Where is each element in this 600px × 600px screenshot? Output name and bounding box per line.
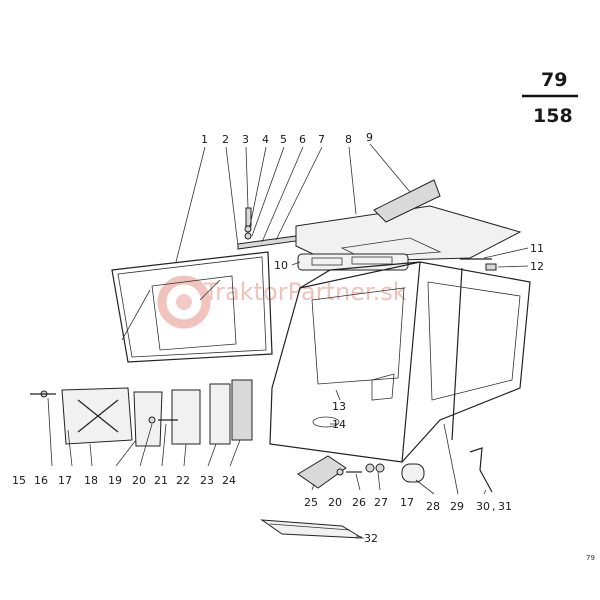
callout-21: 21	[154, 474, 168, 487]
callout-32: 32	[364, 532, 378, 545]
callout-labels: 1 2 3 4 5 6 7 8 9 10 11 12 13 14 15 16 1…	[12, 131, 544, 545]
part-bracket	[469, 447, 493, 493]
callout-7: 7	[318, 133, 325, 146]
callout-9: 9	[366, 131, 373, 144]
callout-16: 16	[34, 474, 48, 487]
callout-20: 20	[132, 474, 146, 487]
callout-18: 18	[84, 474, 98, 487]
callout-25: 25	[304, 496, 318, 509]
part-floor-mat	[260, 519, 363, 539]
corner-mark: 79	[586, 554, 595, 562]
leader-lines	[47, 143, 529, 538]
callout-30-comma: ,	[492, 500, 496, 513]
callout-30: 30	[476, 500, 490, 513]
page-reference: 79 158	[522, 69, 578, 127]
callout-1: 1	[201, 133, 208, 146]
part-lower-fittings	[297, 455, 425, 489]
callout-8: 8	[345, 133, 352, 146]
callout-17: 17	[58, 474, 72, 487]
callout-3: 3	[242, 133, 249, 146]
watermark: TraktorPartner.sk	[157, 275, 407, 329]
callout-19: 19	[108, 474, 122, 487]
callout-26: 26	[352, 496, 366, 509]
callout-22: 22	[176, 474, 190, 487]
callout-11: 11	[530, 242, 544, 255]
page-ref-bottom: 158	[533, 105, 573, 127]
page-ref-top: 79	[541, 69, 567, 91]
watermark-gear-icon	[157, 275, 211, 329]
callout-31: 31	[498, 500, 512, 513]
callout-4: 4	[262, 133, 269, 146]
part-side-panel	[30, 387, 133, 445]
part-small-hardware	[237, 207, 297, 250]
part-cab-frame	[269, 261, 531, 463]
callout-10: 10	[274, 259, 288, 272]
callout-5: 5	[280, 133, 287, 146]
callout-15: 15	[12, 474, 26, 487]
callout-27: 27	[374, 496, 388, 509]
part-screw-nut	[460, 258, 497, 271]
callout-14: 14	[332, 418, 346, 431]
callout-24: 24	[222, 474, 236, 487]
part-side-window	[111, 251, 273, 363]
callout-13: 13	[332, 400, 346, 413]
callout-29: 29	[450, 500, 464, 513]
callout-28: 28	[426, 500, 440, 513]
callout-17b: 17	[400, 496, 414, 509]
callout-12: 12	[530, 260, 544, 273]
callout-2: 2	[222, 133, 229, 146]
callout-23: 23	[200, 474, 214, 487]
callout-20b: 20	[328, 496, 342, 509]
callout-6: 6	[299, 133, 306, 146]
part-door-seals	[133, 379, 253, 447]
part-roof-assembly	[295, 179, 522, 271]
